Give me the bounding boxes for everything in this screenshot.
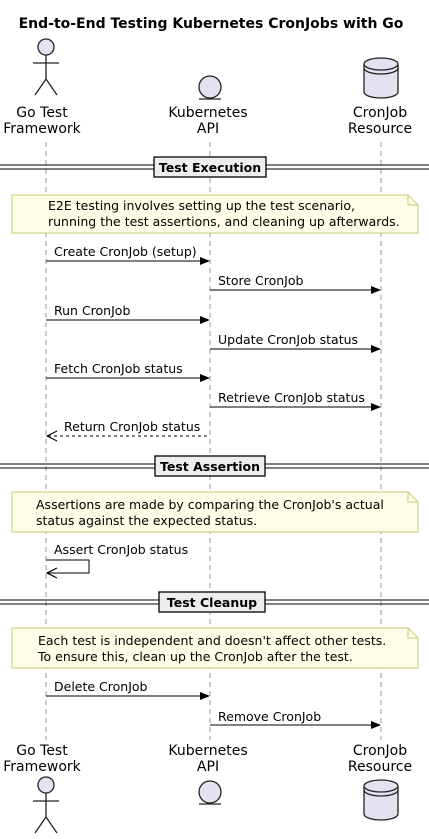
section-label: Test Execution xyxy=(159,160,261,175)
note-text: status against the expected status. xyxy=(36,513,257,528)
note-text: running the test assertions, and cleanin… xyxy=(48,214,400,229)
participant-go-top: Go Test Framework xyxy=(3,38,82,137)
participant-label: API xyxy=(197,759,219,775)
message-label: Retrieve CronJob status xyxy=(218,390,365,405)
note-text: Each test is independent and doesn't aff… xyxy=(38,633,386,648)
database-icon xyxy=(363,779,399,821)
message-7: Return CronJob status xyxy=(45,419,210,442)
participant-label: Framework xyxy=(3,759,81,775)
open-arrowhead-icon xyxy=(45,430,58,442)
section-divider-execution: Test Execution xyxy=(0,156,429,178)
message-label: Run CronJob xyxy=(54,303,130,318)
arrowhead-icon xyxy=(371,721,381,729)
note-text: Assertions are made by comparing the Cro… xyxy=(36,497,384,512)
note-3: Each test is independent and doesn't aff… xyxy=(11,627,419,669)
open-arrowhead-icon xyxy=(45,567,58,579)
message-label: Return CronJob status xyxy=(64,419,200,434)
participant-label: Resource xyxy=(348,759,412,775)
message-1: Create CronJob (setup) xyxy=(46,244,210,265)
message-label: Fetch CronJob status xyxy=(54,361,183,376)
arrowhead-icon xyxy=(371,345,381,353)
arrowhead-icon xyxy=(371,403,381,411)
message-label: Create CronJob (setup) xyxy=(54,244,197,259)
section-label: Test Assertion xyxy=(160,459,260,474)
message-label: Store CronJob xyxy=(218,273,304,288)
participant-label: Go Test xyxy=(16,743,68,759)
participant-label: Framework xyxy=(3,121,81,137)
message-label: Remove CronJob xyxy=(218,709,321,724)
participant-api-top: Kubernetes API xyxy=(168,75,248,137)
message-label: Update CronJob status xyxy=(218,332,358,347)
arrowhead-icon xyxy=(200,692,210,700)
arrowhead-icon xyxy=(200,374,210,382)
note-text: To ensure this, clean up the CronJob aft… xyxy=(37,649,353,664)
message-label: Assert CronJob status xyxy=(54,542,188,557)
participant-label: Resource xyxy=(348,121,412,137)
participant-go-bottom: Go Test Framework xyxy=(3,743,82,834)
participant-label: CronJob xyxy=(353,105,407,121)
message-6: Retrieve CronJob status xyxy=(210,390,381,411)
entity-icon xyxy=(198,780,222,805)
entity-icon xyxy=(198,75,222,100)
participant-label: CronJob xyxy=(353,743,407,759)
participant-label: Kubernetes xyxy=(168,743,247,759)
note-text: E2E testing involves setting up the test… xyxy=(48,198,355,213)
message-10: Remove CronJob xyxy=(210,709,381,729)
message-2: Store CronJob xyxy=(210,273,381,294)
arrowhead-icon xyxy=(200,257,210,265)
arrowhead-icon xyxy=(371,286,381,294)
arrowhead-icon xyxy=(200,316,210,324)
participant-api-bottom: Kubernetes API xyxy=(168,743,248,805)
participant-res-bottom: CronJob Resource xyxy=(348,743,412,821)
section-divider-cleanup: Test Cleanup xyxy=(0,591,429,613)
database-icon xyxy=(363,57,399,99)
note-2: Assertions are made by comparing the Cro… xyxy=(11,491,419,533)
actor-icon xyxy=(33,38,59,96)
section-label: Test Cleanup xyxy=(167,595,257,610)
actor-icon xyxy=(33,776,59,834)
participant-label: Go Test xyxy=(16,105,68,121)
participant-res-top: CronJob Resource xyxy=(348,57,412,137)
note-1: E2E testing involves setting up the test… xyxy=(11,194,419,234)
message-9: Delete CronJob xyxy=(46,679,210,700)
message-3: Run CronJob xyxy=(46,303,210,324)
message-4: Update CronJob status xyxy=(210,332,381,353)
section-divider-assertion: Test Assertion xyxy=(0,455,429,477)
participant-label: Kubernetes xyxy=(168,105,247,121)
message-label: Delete CronJob xyxy=(54,679,148,694)
message-5: Fetch CronJob status xyxy=(46,361,210,382)
diagram-title: End-to-End Testing Kubernetes CronJobs w… xyxy=(19,16,404,32)
message-8: Assert CronJob status xyxy=(45,542,188,579)
participant-label: API xyxy=(197,121,219,137)
